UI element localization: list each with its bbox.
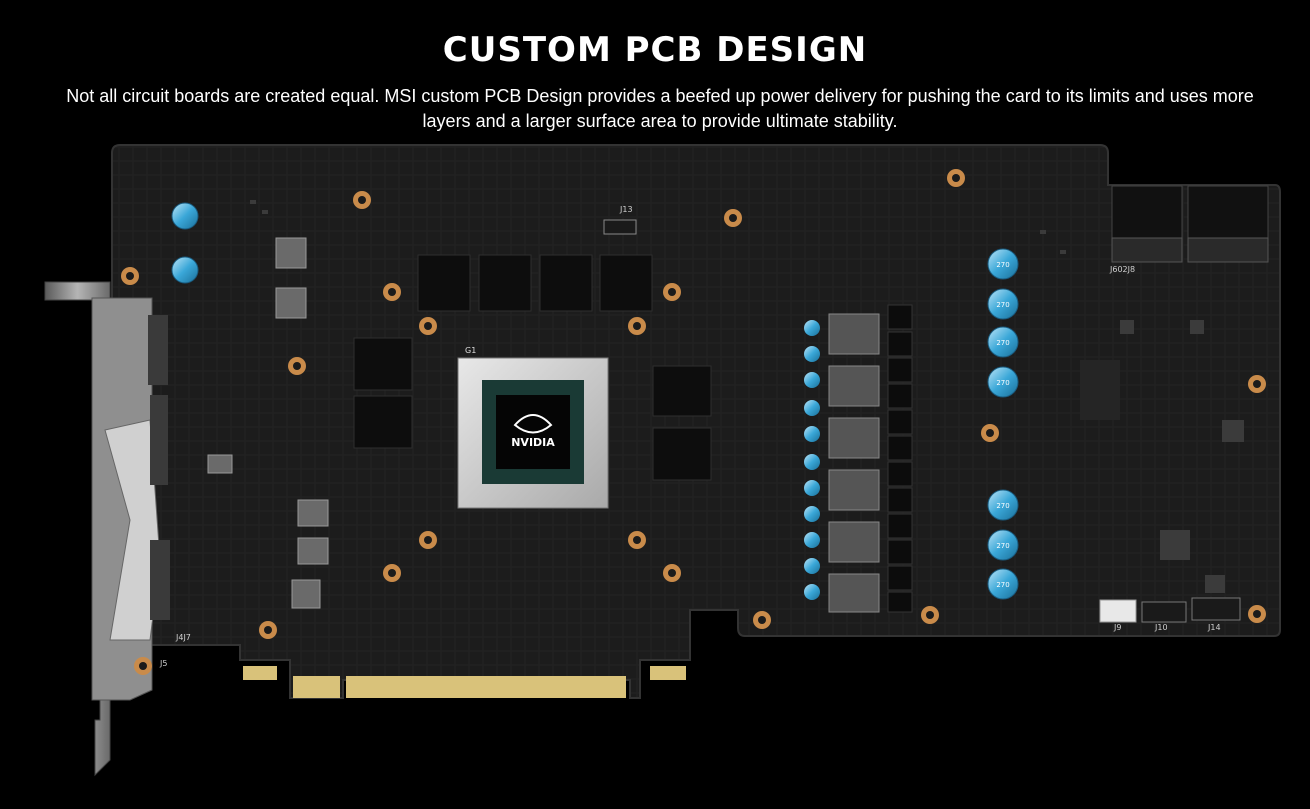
label-j14: J14 — [1207, 623, 1221, 632]
label-j602j8: J602J8 — [1109, 265, 1135, 274]
nvidia-eye-icon — [513, 414, 553, 434]
small-connectors — [603, 219, 1241, 623]
left-inductors — [207, 237, 329, 609]
label-g1: G1 — [465, 346, 476, 355]
gpu-chip: NVIDIA G1 — [457, 346, 609, 509]
power-connectors — [1111, 185, 1269, 263]
capacitor-label: 270 — [996, 301, 1009, 309]
label-j9: J9 — [1113, 623, 1121, 632]
label-j5: J5 — [159, 659, 167, 668]
capacitor-label: 270 — [996, 379, 1009, 387]
vrm-mosfets — [887, 304, 913, 613]
gpu-brand-label: NVIDIA — [511, 436, 555, 449]
smd-components — [250, 200, 1244, 593]
large-capacitors — [171, 202, 1019, 600]
label-j10: J10 — [1154, 623, 1168, 632]
capacitor-label: 270 — [996, 261, 1009, 269]
capacitor-label: 270 — [996, 339, 1009, 347]
capacitor-label: 270 — [996, 542, 1009, 550]
capacitor-label: 270 — [996, 502, 1009, 510]
vrm-chokes — [828, 313, 880, 613]
capacitor-label: 270 — [996, 581, 1009, 589]
io-bracket — [44, 281, 170, 777]
label-j4j7: J4J7 — [175, 633, 191, 642]
label-j13: J13 — [619, 205, 633, 214]
memory-chips — [353, 254, 712, 481]
page-description: Not all circuit boards are created equal… — [66, 86, 1254, 131]
small-capacitors — [804, 320, 820, 600]
pcie-gold-fingers — [243, 666, 686, 698]
page-title: CUSTOM PCB DESIGN — [442, 30, 868, 70]
